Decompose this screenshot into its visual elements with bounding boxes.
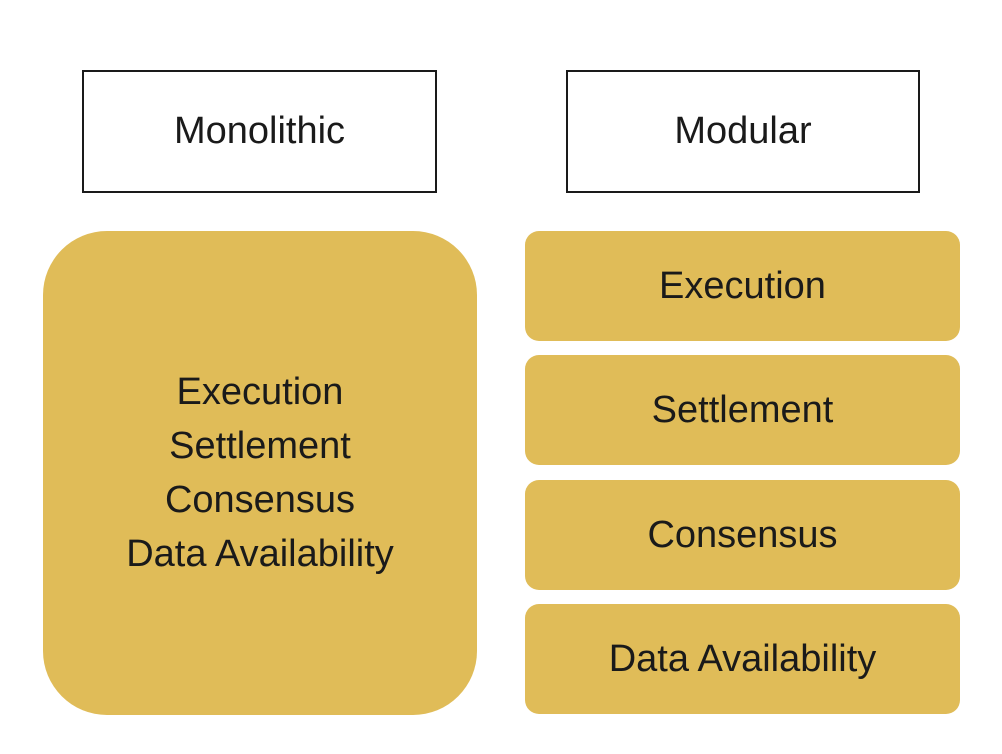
modular-layer-data-availability: Data Availability [525,604,960,714]
modular-layer-label: Data Availability [608,637,877,680]
modular-header: Modular [566,70,920,193]
monolithic-line-execution: Execution [176,371,344,413]
modular-layer-label: Execution [659,264,826,307]
modular-layer-settlement: Settlement [525,355,960,465]
monolithic-header-label: Monolithic [173,110,346,152]
modular-layer-execution: Execution [525,231,960,341]
modular-layer-consensus: Consensus [525,480,960,590]
monolithic-line-settlement: Settlement [169,425,351,467]
modular-header-label: Modular [674,110,812,152]
modular-layer-label: Consensus [647,513,838,556]
monolithic-line-data-availability: Data Availability [126,533,394,575]
monolithic-header: Monolithic [82,70,437,193]
monolithic-block: Execution Settlement Consensus Data Avai… [43,231,477,715]
modular-layer-label: Settlement [651,388,834,431]
monolithic-line-consensus: Consensus [164,479,356,521]
